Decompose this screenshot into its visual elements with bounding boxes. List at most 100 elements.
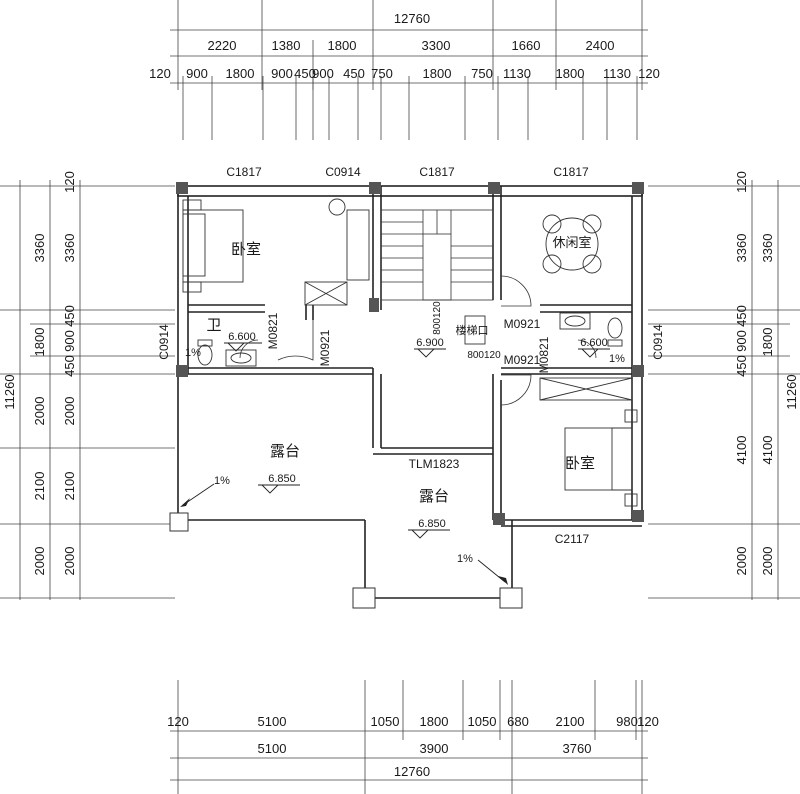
dim-right-o-4: 2000 bbox=[760, 547, 775, 576]
dim-left-o-2: 11260 bbox=[2, 374, 17, 409]
label-m0821-b: M0821 bbox=[537, 336, 551, 373]
label-m0921-b: M0921 bbox=[504, 317, 541, 331]
dim-top-row2: 2220 1380 1800 3300 1660 2400 bbox=[208, 38, 615, 53]
dim-top-3-11: 1800 bbox=[556, 66, 585, 81]
dim-bottom-row2: 5100 3900 3760 bbox=[258, 741, 592, 756]
dim-right-outer: 3360 1800 11260 4100 2000 bbox=[760, 234, 799, 576]
dim-top-3-5: 900 bbox=[312, 66, 334, 81]
dim-bot-1-8: 120 bbox=[637, 714, 659, 729]
room-terrace-w: 露台 bbox=[270, 442, 300, 460]
room-terrace-c: 露台 bbox=[419, 487, 449, 505]
dim-bottom-row1: 120 5100 1050 1800 1050 680 2100 980 120 bbox=[167, 714, 659, 729]
dim-left-outer: 3360 1800 11260 2000 2100 2000 bbox=[2, 234, 47, 576]
dim-bot-1-5: 680 bbox=[507, 714, 529, 729]
label-c1817-b: C1817 bbox=[419, 165, 455, 179]
label-c0914-w: C0914 bbox=[157, 324, 171, 360]
dim-right-i-6: 2000 bbox=[734, 547, 749, 576]
dim-top-3-9: 750 bbox=[471, 66, 493, 81]
elev-terrace-c: 6.850 bbox=[418, 518, 446, 530]
dim-top-total: 12760 bbox=[394, 11, 430, 26]
dim-top-2-0: 2220 bbox=[208, 38, 237, 53]
slope-terrace-w: 1% bbox=[214, 475, 230, 487]
dim-left-o-4: 2100 bbox=[32, 472, 47, 501]
dim-bot-1-7: 980 bbox=[616, 714, 638, 729]
dim-left-i-6: 2100 bbox=[62, 472, 77, 501]
dim-left-o-3: 2000 bbox=[32, 397, 47, 426]
dim-left-i-3: 900 bbox=[62, 330, 77, 352]
room-leisure: 休闲室 bbox=[552, 235, 591, 251]
dim-top-3-7: 750 bbox=[371, 66, 393, 81]
room-bedroom-nw: 卧室 bbox=[231, 240, 261, 258]
dim-top-2-4: 1660 bbox=[512, 38, 541, 53]
dim-right-i-3: 900 bbox=[734, 330, 749, 352]
label-c2117: C2117 bbox=[555, 532, 590, 546]
dim-right-o-0: 3360 bbox=[760, 234, 775, 263]
label-c1817-a: C1817 bbox=[226, 165, 262, 179]
dim-left-i-2: 450 bbox=[62, 305, 77, 327]
terrace-posts bbox=[169, 512, 523, 609]
label-800120-a: 800120 bbox=[432, 301, 443, 335]
slope-terrace-s: 1% bbox=[457, 553, 473, 565]
dim-right-i-4: 450 bbox=[734, 355, 749, 377]
columns bbox=[176, 182, 644, 525]
dim-right-i-0: 120 bbox=[734, 171, 749, 193]
elev-bath-w: 6.600 bbox=[228, 331, 256, 343]
dim-top-3-1: 900 bbox=[186, 66, 208, 81]
dim-right-o-1: 1800 bbox=[760, 328, 775, 357]
dim-top-3-10: 1130 bbox=[503, 66, 531, 81]
dim-left-o-0: 3360 bbox=[32, 234, 47, 263]
opening-labels: C1817 C0914 C1817 C1817 C2117 TLM1823 M0… bbox=[157, 165, 665, 546]
dim-bottom-total: 12760 bbox=[394, 764, 430, 779]
dim-left-i-0: 120 bbox=[62, 171, 77, 193]
elev-bath-e: 6.600 bbox=[580, 337, 608, 349]
elev-terrace-w: 6.850 bbox=[268, 473, 296, 485]
label-m0921-c: M0921 bbox=[504, 353, 541, 367]
dim-bot-2-1: 3900 bbox=[420, 741, 449, 756]
dim-bot-2-2: 3760 bbox=[563, 741, 592, 756]
dim-top-3-0: 120 bbox=[149, 66, 171, 81]
dim-top-3-8: 1800 bbox=[423, 66, 452, 81]
elev-hall: 6.900 bbox=[416, 337, 444, 349]
furniture bbox=[182, 198, 638, 507]
dim-top-2-2: 1800 bbox=[328, 38, 357, 53]
dim-left-i-4: 450 bbox=[62, 355, 77, 377]
dim-top-3-13: 120 bbox=[638, 66, 660, 81]
room-stair-up: 楼梯口 bbox=[456, 323, 489, 337]
elevation-markers bbox=[182, 342, 610, 583]
dim-right-inner: 120 3360 450 900 450 4100 2000 bbox=[734, 171, 749, 575]
dim-left-i-5: 2000 bbox=[62, 397, 77, 426]
slope-labels: 1% 1% 1% 1% bbox=[185, 347, 625, 565]
dim-top-2-1: 1380 bbox=[272, 38, 301, 53]
staircase bbox=[380, 209, 494, 301]
elevation-labels: 6.600 6.900 6.600 6.850 6.850 bbox=[228, 331, 608, 530]
door-swings bbox=[239, 275, 597, 406]
label-c0914-e: C0914 bbox=[651, 324, 665, 360]
dim-bot-2-0: 5100 bbox=[258, 741, 287, 756]
label-800120-b: 800120 bbox=[467, 350, 501, 361]
dim-top-3-2: 1800 bbox=[226, 66, 255, 81]
dim-left-i-7: 2000 bbox=[62, 547, 77, 576]
dim-right-o-2: 11260 bbox=[784, 374, 799, 409]
dim-top-3-12: 1130 bbox=[603, 66, 631, 81]
label-m0821-a: M0821 bbox=[266, 312, 280, 349]
label-c1817-c: C1817 bbox=[553, 165, 589, 179]
dim-left-o-5: 2000 bbox=[32, 547, 47, 576]
dim-bot-1-1: 5100 bbox=[258, 714, 287, 729]
dim-right-o-3: 4100 bbox=[760, 436, 775, 465]
dim-bot-1-2: 1050 bbox=[371, 714, 400, 729]
slope-bath-w: 1% bbox=[185, 347, 201, 359]
dim-right-i-5: 4100 bbox=[734, 436, 749, 465]
room-bedroom-e: 卧室 bbox=[565, 454, 595, 472]
label-tlm1823: TLM1823 bbox=[409, 457, 460, 471]
dim-top-3-4: 450 bbox=[294, 66, 316, 81]
dim-bot-1-3: 1800 bbox=[420, 714, 449, 729]
slope-arrows bbox=[180, 498, 508, 585]
dim-bot-1-4: 1050 bbox=[468, 714, 497, 729]
label-m0921-a: M0921 bbox=[318, 329, 332, 366]
dim-right-i-2: 450 bbox=[734, 305, 749, 327]
dim-bot-1-0: 120 bbox=[167, 714, 189, 729]
dim-bot-1-6: 2100 bbox=[556, 714, 585, 729]
dim-right-i-1: 3360 bbox=[734, 234, 749, 263]
